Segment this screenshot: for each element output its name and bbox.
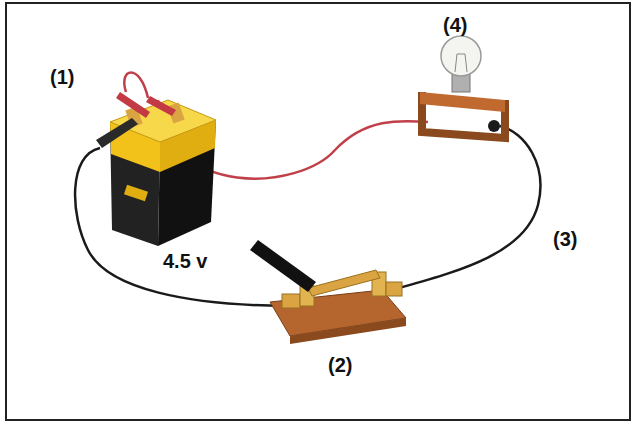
callout-number: (4) (443, 14, 467, 36)
callout-number: (2) (328, 354, 352, 376)
bulb-holder (420, 36, 505, 138)
knife-switch (250, 240, 406, 344)
voltage-label: 4.5 v (163, 250, 207, 272)
red-wire (124, 73, 148, 99)
battery (96, 92, 216, 246)
callout-number: (3) (553, 228, 577, 250)
callout-number: (1) (50, 66, 74, 88)
frame (6, 3, 630, 420)
black-wire (392, 126, 540, 290)
